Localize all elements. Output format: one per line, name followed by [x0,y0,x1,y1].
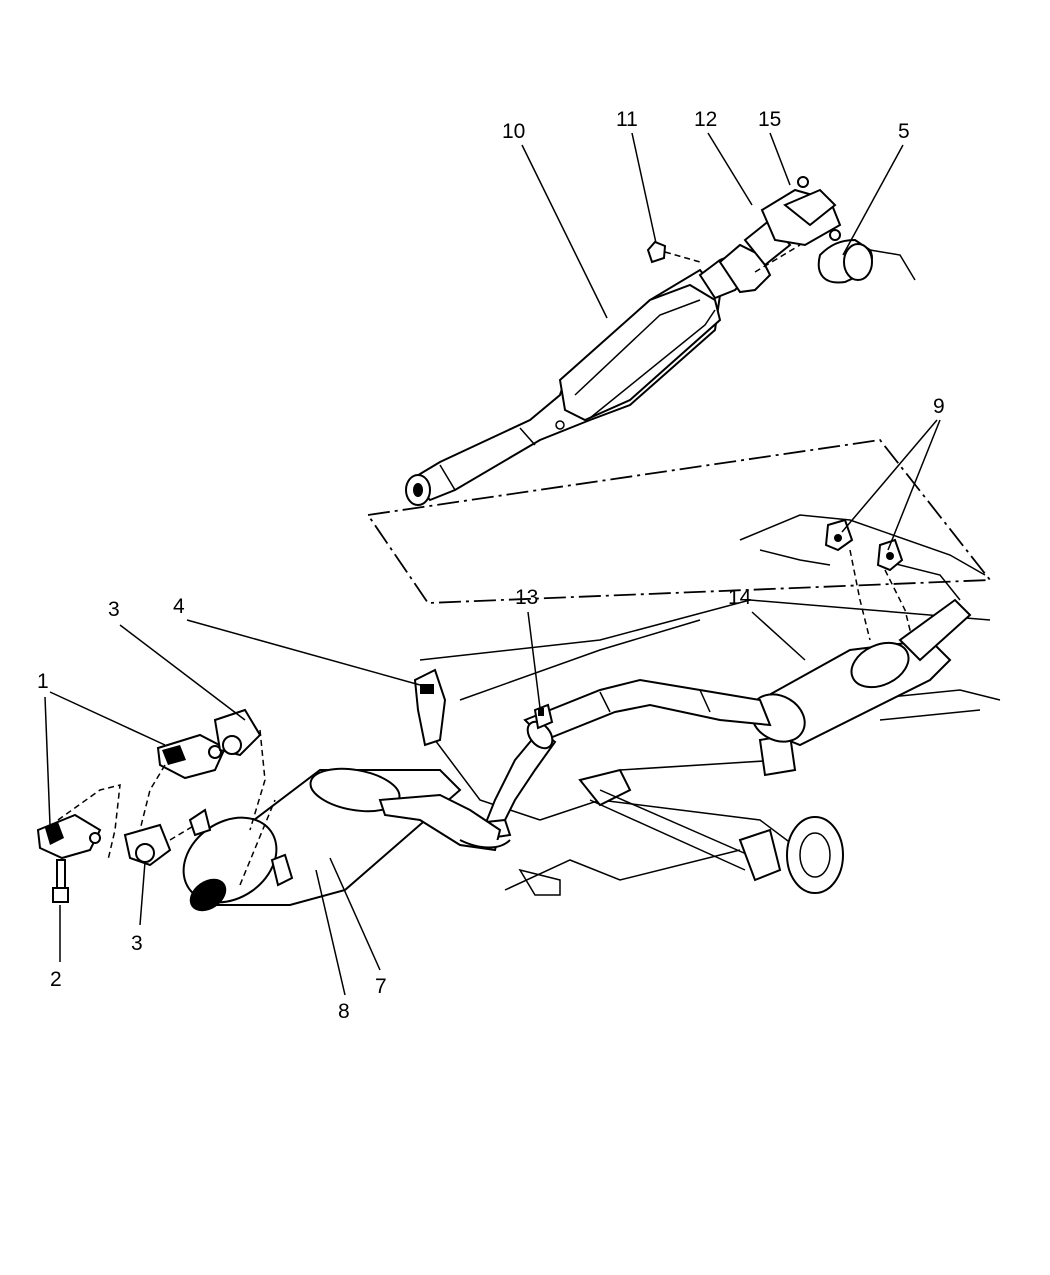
callout-10: 10 [502,120,525,143]
muffler [182,767,511,912]
callout-7: 7 [375,975,387,998]
callout-11: 11 [616,108,638,131]
vehicle-underbody [419,514,1001,896]
callout-2: 2 [50,968,62,991]
nut [646,240,701,264]
callout-3-upper: 3 [108,598,120,621]
callout-14: 14 [728,586,752,609]
callout-13: 13 [515,586,538,609]
catalytic-converter [405,176,842,506]
hanger-bracket-upper [139,708,266,831]
intermediate-pipe [483,678,772,840]
hanger-bracket-4 [413,668,447,747]
callout-15: 15 [758,108,781,131]
callout-1: 1 [37,670,49,693]
exhaust-manifold [817,238,916,284]
callout-5: 5 [898,120,910,143]
assembly-link-line [366,439,992,604]
callout-4: 4 [173,595,185,618]
leader-lines [44,132,941,996]
clamp [533,703,554,730]
callout-8: 8 [338,1000,350,1023]
hanger-bracket-left [36,784,121,903]
resonator [750,598,972,747]
callout-9: 9 [933,395,945,418]
callout-3-lower: 3 [131,932,143,955]
hanger-insulator-lower [123,808,212,867]
callout-12: 12 [694,108,717,131]
